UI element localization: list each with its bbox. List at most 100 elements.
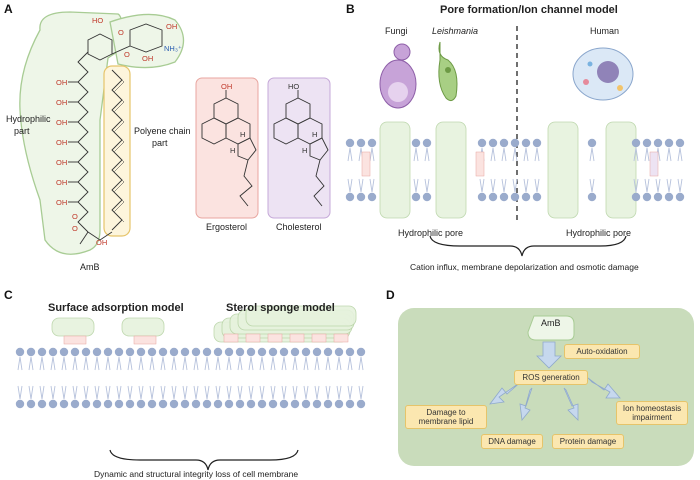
lipid-tail bbox=[314, 356, 318, 371]
lipid-tail bbox=[281, 385, 285, 400]
dna-damage-box: DNA damage bbox=[481, 434, 543, 450]
lipid-head bbox=[169, 399, 179, 409]
lipid-tail bbox=[492, 147, 496, 162]
lipid-head bbox=[103, 347, 113, 357]
lipid-tail bbox=[50, 356, 54, 371]
lipid-tail bbox=[479, 178, 483, 193]
lipid-tail bbox=[657, 147, 661, 162]
lipid-tail bbox=[182, 385, 186, 400]
atom-oh-3: OH bbox=[56, 118, 68, 127]
lipid-tail bbox=[347, 385, 351, 400]
lipid-head bbox=[477, 138, 487, 148]
lipid-head bbox=[642, 192, 652, 202]
amb-label-d: AmB bbox=[541, 318, 561, 328]
lipid-tail bbox=[127, 356, 131, 371]
lipid-tail bbox=[171, 356, 175, 371]
lipid-tail bbox=[644, 178, 648, 193]
lipid-head bbox=[180, 347, 190, 357]
membrane-c bbox=[15, 305, 366, 409]
atom-oh-sugar-1: OH bbox=[166, 22, 178, 31]
lipid-tail bbox=[349, 385, 353, 400]
lipid-tail bbox=[633, 147, 637, 162]
atom-oh-6: OH bbox=[56, 178, 68, 187]
lipid-tail bbox=[536, 147, 540, 162]
lipid-head bbox=[213, 347, 223, 357]
lipid-tail bbox=[94, 385, 98, 400]
amb-molecule bbox=[51, 317, 95, 337]
ergosterol-box bbox=[195, 77, 259, 219]
lipid-tail bbox=[140, 385, 144, 400]
lipid-tail bbox=[292, 385, 296, 400]
lipid-head bbox=[334, 347, 344, 357]
lipid-tail bbox=[677, 147, 681, 162]
lipid-head bbox=[81, 399, 91, 409]
amb-molecule bbox=[547, 121, 579, 219]
lipid-tail bbox=[193, 385, 197, 400]
lipid-tail bbox=[523, 147, 527, 162]
amb-molecule bbox=[121, 317, 165, 337]
lipid-tail bbox=[270, 385, 274, 400]
lipid-tail bbox=[646, 147, 650, 162]
lipid-head bbox=[664, 192, 674, 202]
lipid-tail bbox=[248, 385, 252, 400]
atom-oh-1: OH bbox=[56, 78, 68, 87]
ion-homeostasis-box: Ion homeostasis impairment bbox=[616, 401, 688, 426]
lipid-tail bbox=[129, 356, 133, 371]
lipid-head bbox=[356, 138, 366, 148]
hydrophilic-region bbox=[19, 11, 123, 255]
lipid-tail bbox=[173, 385, 177, 400]
lipid-head bbox=[235, 347, 245, 357]
lipid-head bbox=[422, 192, 432, 202]
brace-c bbox=[109, 449, 299, 471]
lipid-tail bbox=[336, 385, 340, 400]
polyene-label-line2: part bbox=[152, 138, 168, 148]
lipid-head bbox=[158, 399, 168, 409]
sterol-molecule bbox=[289, 333, 305, 343]
amb-molecule bbox=[245, 305, 357, 327]
arrows-d bbox=[489, 341, 621, 421]
lipid-tail bbox=[523, 178, 527, 193]
lipid-head bbox=[59, 399, 69, 409]
lipid-tail bbox=[534, 147, 538, 162]
lipid-head bbox=[345, 347, 355, 357]
lipid-tail bbox=[591, 147, 595, 162]
lipid-tail bbox=[503, 147, 507, 162]
atom-oh-7: OH bbox=[56, 198, 68, 207]
lipid-tail bbox=[512, 147, 516, 162]
cholesterol-label: Cholesterol bbox=[276, 222, 322, 232]
amb-molecule bbox=[605, 121, 637, 219]
lipid-tail bbox=[481, 178, 485, 193]
lipid-tail bbox=[369, 178, 373, 193]
sterol-molecule bbox=[311, 333, 327, 343]
lipid-tail bbox=[413, 178, 417, 193]
sterol-molecule bbox=[245, 333, 261, 343]
lipid-tail bbox=[294, 356, 298, 371]
lipid-tail bbox=[138, 356, 142, 371]
lipid-tail bbox=[501, 178, 505, 193]
sterol-molecule bbox=[267, 333, 283, 343]
lipid-tail bbox=[171, 385, 175, 400]
lipid-tail bbox=[305, 385, 309, 400]
lipid-tail bbox=[316, 356, 320, 371]
lipid-tail bbox=[217, 385, 221, 400]
sterol-sponge-title: Sterol sponge model bbox=[226, 302, 335, 314]
lipid-tail bbox=[316, 385, 320, 400]
lipid-head bbox=[114, 347, 124, 357]
lipid-head bbox=[125, 399, 135, 409]
lipid-tail bbox=[228, 385, 232, 400]
lipid-tail bbox=[360, 178, 364, 193]
lipid-head bbox=[158, 347, 168, 357]
lipid-head bbox=[235, 399, 245, 409]
lipid-tail bbox=[424, 178, 428, 193]
lipid-tail bbox=[646, 178, 650, 193]
lipid-head bbox=[92, 347, 102, 357]
lipid-tail bbox=[129, 385, 133, 400]
lipid-tail bbox=[525, 178, 529, 193]
lipid-head bbox=[290, 347, 300, 357]
lipid-tail bbox=[338, 356, 342, 371]
lipid-tail bbox=[358, 178, 362, 193]
lipid-tail bbox=[28, 385, 32, 400]
lipid-tail bbox=[173, 356, 177, 371]
